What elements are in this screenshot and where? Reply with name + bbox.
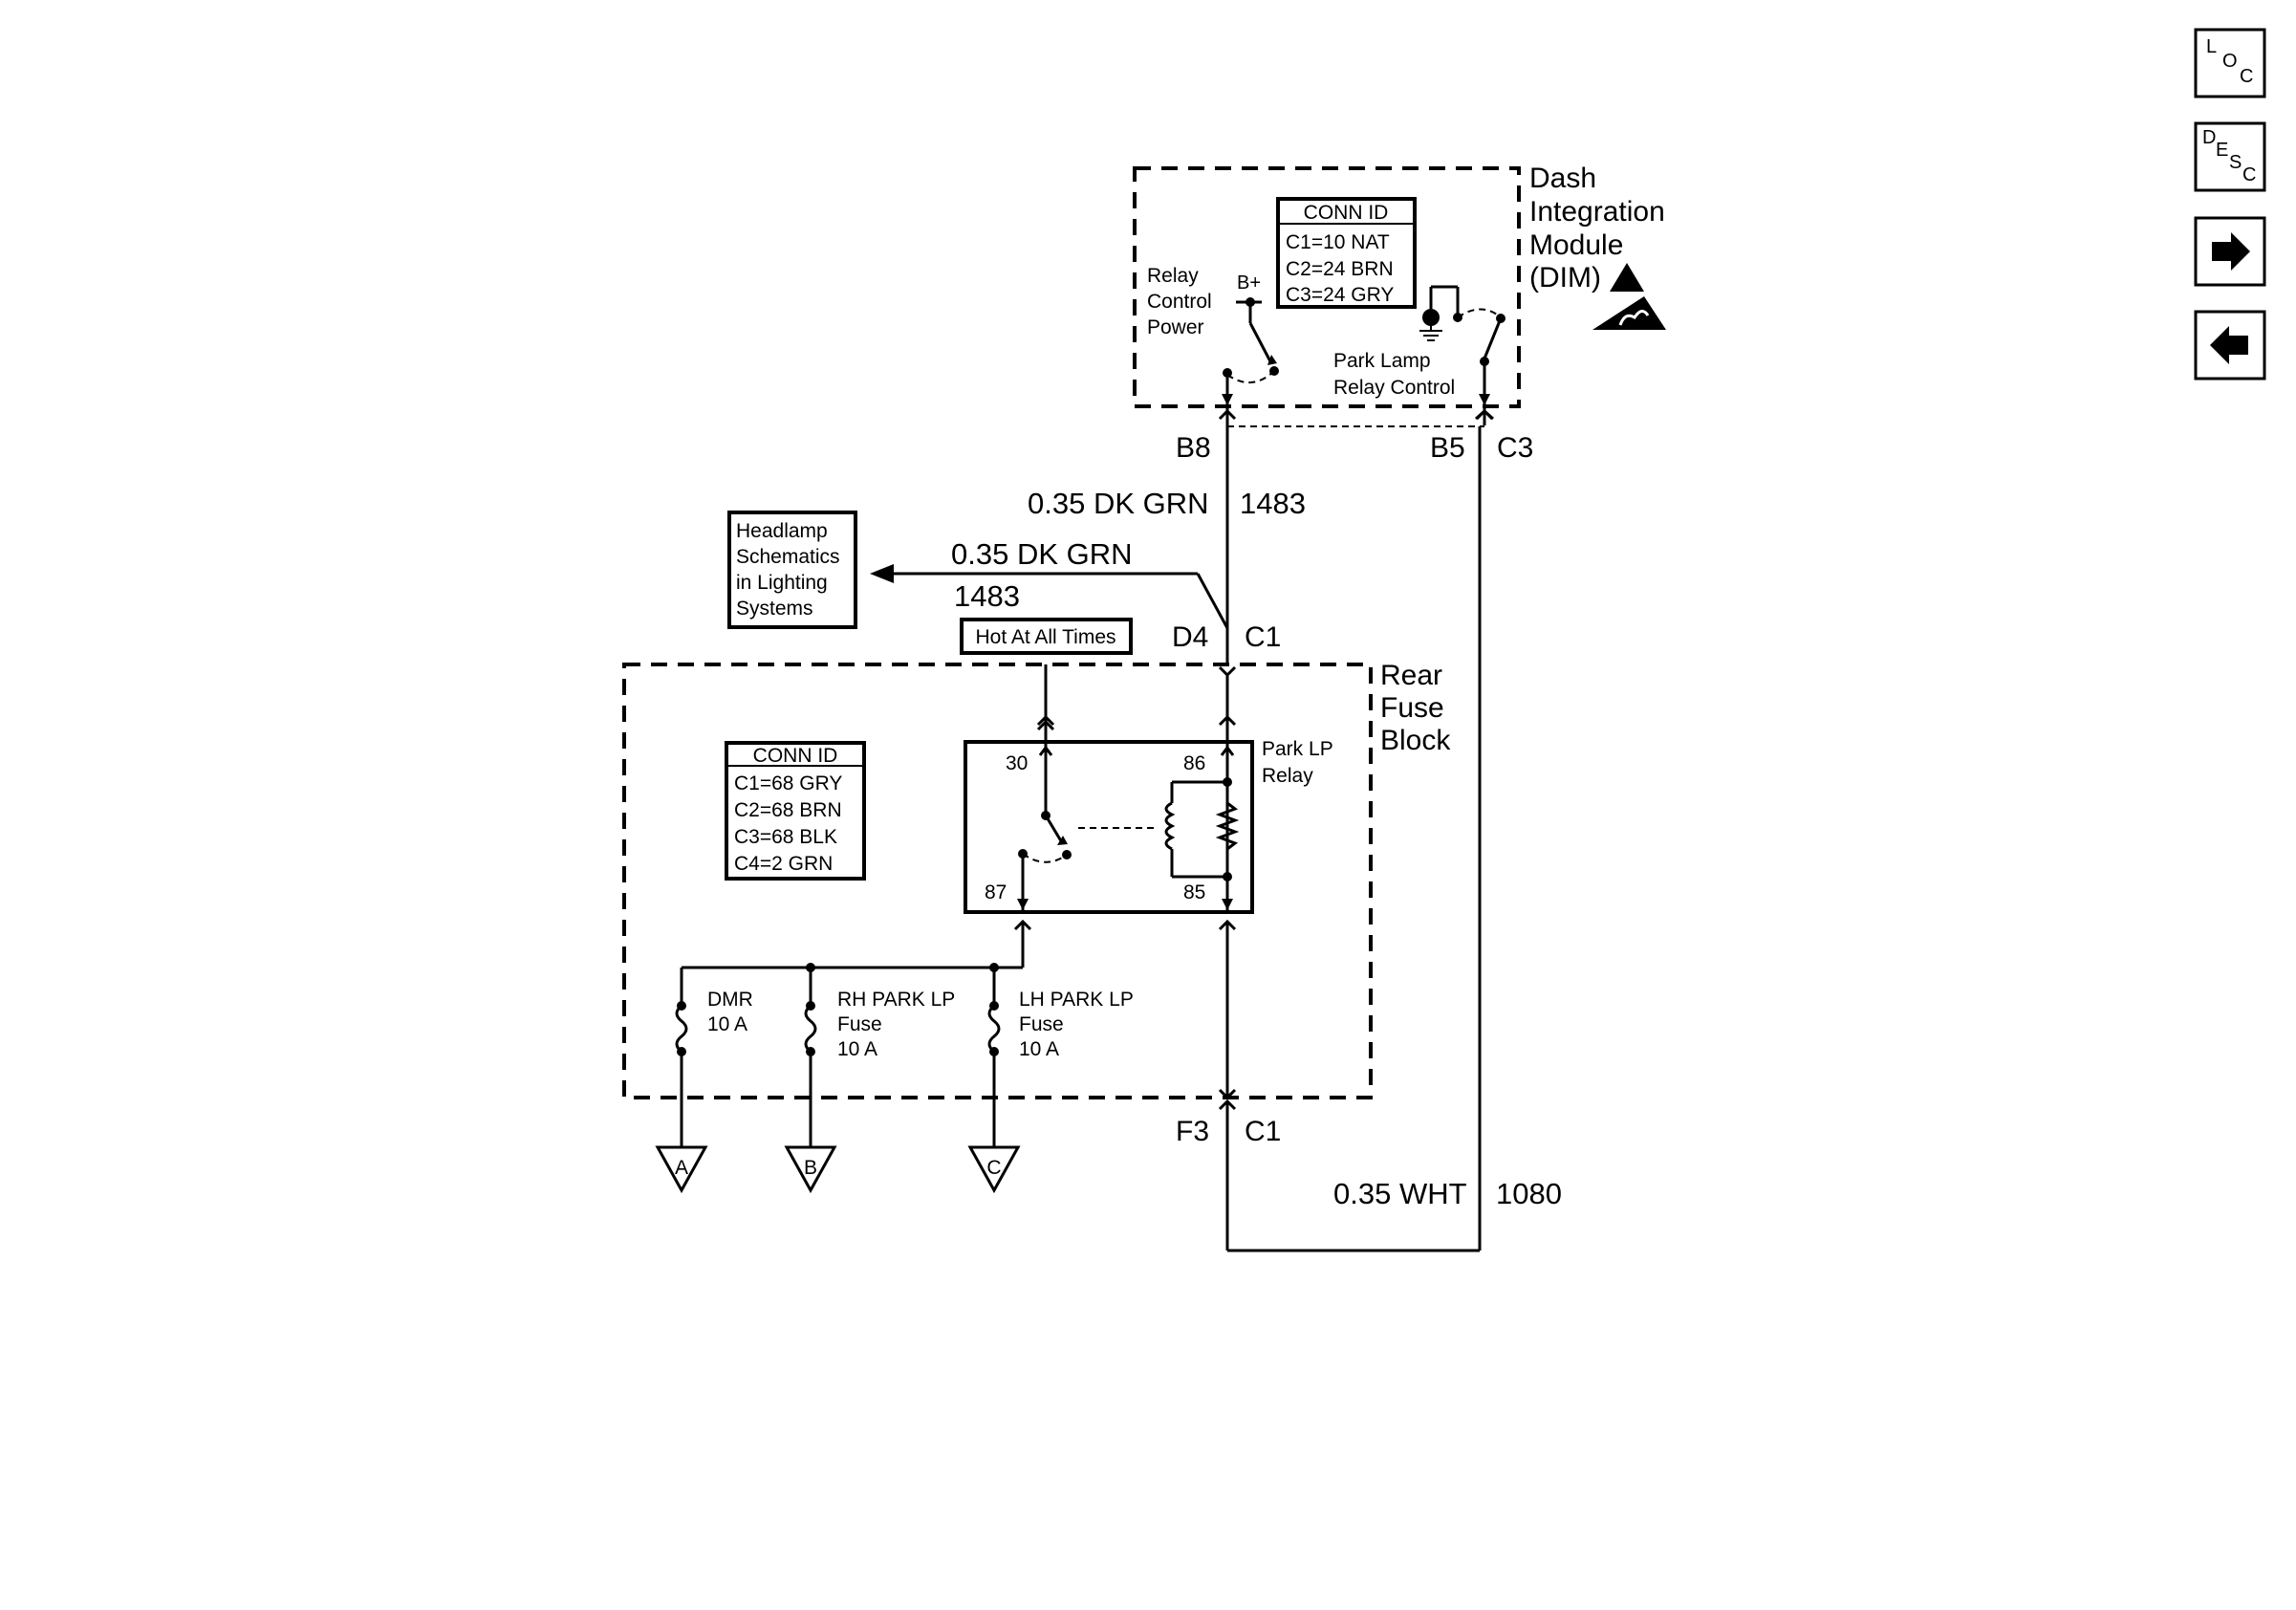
dim-conn-id-table: CONN ID C1=10 NAT C2=24 BRN C3=24 GRY [1276, 197, 1417, 309]
rear-fuse-block-title-line-2: Fuse [1380, 692, 1444, 724]
wire-1483-color-label: 0.35 DK GRN [1028, 487, 1209, 520]
connector-d4-c1-symbol [1036, 665, 1237, 731]
relay-control-power-line-3: Power [1147, 316, 1204, 338]
fuse-rh-rating: 10 A [837, 1038, 877, 1060]
rfb-conn-id-c1: C1=68 GRY [734, 772, 842, 794]
wire-1483-circuit-label: 1483 [1240, 487, 1306, 520]
fuse-lh-type: Fuse [1019, 1013, 1064, 1035]
wire-headlamp-color-label: 0.35 DK GRN [951, 537, 1133, 571]
dim-b-plus-switch [1222, 297, 1279, 406]
rfb-conn-id-c3: C3=68 BLK [734, 826, 837, 848]
rfb-conn-id-c2: C2=68 BRN [734, 799, 842, 821]
output-ref-b-label: B [804, 1157, 817, 1179]
dim-conn-id-c1: C1=10 NAT [1286, 231, 1390, 253]
dim-title-line-2: Integration [1529, 196, 1665, 228]
hot-at-all-times-label: Hot At All Times [975, 626, 1116, 648]
relay-pin-85: 85 [1183, 881, 1205, 903]
relay-name-line-2: Relay [1262, 765, 1313, 787]
connector-f3-label: F3 [1176, 1116, 1209, 1147]
wire-1080-circuit-label: 1080 [1496, 1177, 1562, 1210]
wire-1080-return: F3 C1 0.35 WHT 1080 [1176, 426, 1562, 1252]
output-ref-c[interactable]: C [967, 1145, 1021, 1194]
rear-fuse-block: Rear Fuse Block CONN ID C1=68 GRY C2=68 … [622, 660, 1451, 1147]
connector-b8-label: B8 [1176, 432, 1211, 464]
next-page-button[interactable] [2194, 216, 2266, 287]
desc-button[interactable]: D E S C [2194, 121, 2266, 192]
rear-fuse-block-conn-id-table: CONN ID C1=68 GRY C2=68 BRN C3=68 BLK C4… [725, 741, 866, 881]
output-ref-c-label: C [986, 1157, 1001, 1179]
loc-letter-o: O [2222, 51, 2238, 72]
desc-letter-c: C [2242, 164, 2256, 185]
fuse-rh-park-lp: RH PARK LP Fuse 10 A [804, 968, 955, 1147]
dim-title-line-3: Module [1529, 229, 1623, 261]
connector-b5-label: B5 [1430, 432, 1465, 464]
relay-pin-87: 87 [985, 881, 1007, 903]
relay-name-line-1: Park LP [1262, 738, 1333, 760]
fuse-lh-rating: 10 A [1019, 1038, 1059, 1060]
park-lp-relay: Park LP Relay 30 86 87 85 [964, 719, 1333, 914]
previous-page-button[interactable] [2194, 310, 2266, 381]
fuse-rh-name: RH PARK LP [837, 989, 955, 1011]
desc-letter-s: S [2229, 152, 2242, 173]
connector-c3-label: C3 [1497, 432, 1533, 464]
relay-pin-86: 86 [1183, 752, 1205, 774]
b-plus-label: B+ [1237, 272, 1261, 294]
wire-1483-main: 0.35 DK GRN 1483 0.35 DK GRN 1483 [870, 425, 1306, 664]
fuse-rh-type: Fuse [837, 1013, 882, 1035]
loc-letter-c: C [2240, 66, 2253, 87]
rfb-conn-id-header: CONN ID [753, 745, 838, 767]
dim-module: Dash Integration Module (DIM) CONN ID C1… [1133, 163, 1666, 408]
output-ref-b[interactable]: B [784, 1145, 837, 1194]
rear-fuse-block-title-line-3: Block [1380, 725, 1451, 756]
dim-conn-id-header: CONN ID [1304, 202, 1389, 224]
output-ref-a-label: A [675, 1157, 688, 1179]
park-lamp-relay-control-line-1: Park Lamp [1333, 350, 1431, 372]
fuse-bus [682, 919, 1032, 972]
desc-letter-d: D [2202, 127, 2216, 148]
fuse-dmr-name: DMR [707, 989, 753, 1011]
fuse-lh-name: LH PARK LP [1019, 989, 1134, 1011]
relay-control-power-line-2: Control [1147, 291, 1212, 313]
connector-c1-top-label: C1 [1245, 621, 1281, 653]
headlamp-ref-line-3: in Lighting [736, 572, 828, 594]
wire-headlamp-circuit-label: 1483 [954, 579, 1020, 613]
esd-warning-icon [1592, 263, 1666, 330]
arrow-left-icon [2210, 326, 2248, 364]
fuse-dmr: DMR 10 A [675, 968, 753, 1147]
relay-pin-30: 30 [1006, 752, 1028, 774]
connector-d4-label: D4 [1172, 621, 1208, 653]
rfb-conn-id-c4: C4=2 GRN [734, 853, 833, 875]
headlamp-ref-line-2: Schematics [736, 546, 840, 568]
park-lamp-relay-control-line-2: Relay Control [1333, 377, 1455, 399]
relay-control-power-line-1: Relay [1147, 265, 1199, 287]
dim-conn-id-c3: C3=24 GRY [1286, 284, 1394, 306]
fuse-lh-park-lp: LH PARK LP Fuse 10 A [987, 968, 1134, 1147]
desc-letter-e: E [2216, 140, 2228, 161]
output-ref-a[interactable]: A [655, 1145, 708, 1194]
dim-connectors: B8 B5 C3 [1176, 406, 1533, 464]
headlamp-ref-line-1: Headlamp [736, 520, 828, 542]
rear-fuse-block-title-line-1: Rear [1380, 660, 1442, 691]
dim-title-line-4: (DIM) [1529, 262, 1601, 294]
loc-button[interactable]: L O C [2194, 28, 2266, 98]
headlamp-ref-line-4: Systems [736, 598, 813, 620]
fuse-dmr-rating: 10 A [707, 1013, 747, 1035]
loc-letter-l: L [2206, 36, 2217, 57]
headlamp-schematics-reference[interactable]: Headlamp Schematics in Lighting Systems [727, 511, 857, 629]
connector-c1-bottom-label: C1 [1245, 1116, 1281, 1147]
dim-conn-id-c2: C2=24 BRN [1286, 258, 1394, 280]
hot-at-all-times-box: Hot At All Times [960, 618, 1133, 731]
dim-title-line-1: Dash [1529, 163, 1596, 194]
wire-1080-color-label: 0.35 WHT [1333, 1177, 1467, 1210]
dim-ground-switch [1419, 285, 1505, 406]
arrow-right-icon [2212, 232, 2250, 271]
